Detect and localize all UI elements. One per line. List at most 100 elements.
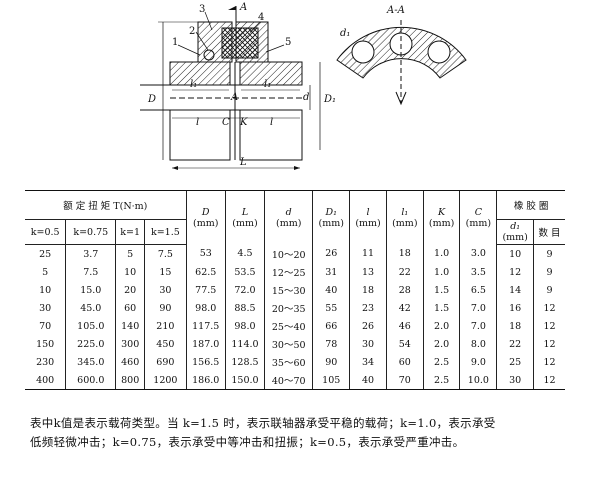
table-cell: 18	[496, 317, 534, 335]
dim-label-d: d	[303, 92, 309, 103]
table-cell: 10	[496, 244, 534, 263]
table-cell: 15～30	[264, 281, 313, 299]
table-cell: 90	[312, 353, 350, 371]
table-cell: 117.5	[185, 317, 226, 335]
table-cell: 150.0	[224, 371, 265, 390]
table-cell: 66	[312, 317, 350, 335]
table-cell: 70	[385, 371, 424, 390]
table-cell: 28	[385, 281, 424, 299]
section-mark-label: A	[239, 2, 247, 13]
dim-label-D1: D₁	[323, 94, 336, 105]
left-hub-lower	[169, 109, 231, 161]
table-cell: 46	[385, 317, 424, 335]
table-note: 表中k值是表示载荷类型。当 k=1.5 时，表示联轴器承受平稳的载荷；k=1.0…	[30, 414, 595, 452]
table-cell: 12	[533, 317, 565, 335]
table-cell: 128.5	[224, 353, 265, 371]
table-cell: 345.0	[65, 353, 116, 371]
table-cell: 800	[115, 371, 145, 390]
table-cell: 60	[115, 299, 145, 317]
table-cell: 60	[385, 353, 424, 371]
table-cell: 10.0	[459, 371, 497, 390]
table-cell: 25	[39, 248, 52, 260]
coupling-main-view: 3 4 2 1 5 A D D₁ d l₁ l₁ A l C K l L	[140, 2, 336, 170]
col-header-K: K(mm)	[422, 190, 460, 245]
col-header-rubber-count: 数 目	[533, 219, 565, 245]
table-cell: 3.5	[459, 263, 497, 281]
section-d1-label: d₁	[340, 28, 350, 39]
table-cell: 2.0	[422, 335, 460, 353]
table-cell: 20～35	[264, 299, 313, 317]
pin-circle	[203, 49, 215, 61]
table-cell: 186.0	[185, 371, 226, 390]
table-cell: 34	[349, 353, 387, 371]
col-header-l1: l₁(mm)	[385, 190, 424, 245]
table-cell: 12～25	[264, 263, 313, 281]
table-cell: 35～60	[264, 353, 313, 371]
rubber-hole-1	[351, 40, 375, 64]
table-cell: 690	[144, 353, 187, 371]
table-cell: 225.0	[65, 335, 116, 353]
table-cell: 18	[385, 244, 424, 263]
table-cell: 12	[533, 353, 565, 371]
table-cell: 53.5	[224, 263, 265, 281]
table-cell: 187.0	[185, 335, 226, 353]
table-cell: 105.0	[65, 317, 116, 335]
table-cell: 114.0	[224, 335, 265, 353]
table-cell: 30	[144, 281, 187, 299]
table-cell: 18	[349, 281, 387, 299]
table-cell: 31	[312, 263, 350, 281]
table-cell: 53	[185, 244, 226, 263]
table-cell: 42	[385, 299, 424, 317]
table-cell: 9	[533, 244, 565, 263]
table-cell: 45.0	[65, 299, 116, 317]
table-cell: 30	[39, 302, 52, 314]
table-cell: 12	[533, 371, 565, 390]
note-line-1: 表中k值是表示载荷类型。当 k=1.5 时，表示联轴器承受平稳的载荷；k=1.0…	[30, 416, 496, 430]
part-label-1: 1	[172, 37, 178, 48]
table-cell: 5	[115, 244, 145, 263]
coupling-spec-table: 额 定 扭 矩 T(N·m) D(mm) L(mm) d(mm) D₁(mm) …	[25, 190, 565, 390]
col-header-d: d(mm)	[264, 190, 313, 245]
dim-label-K: K	[239, 117, 248, 128]
table-cell: 20	[115, 281, 145, 299]
table-cell: 55	[312, 299, 350, 317]
dim-label-l1-left: l₁	[190, 79, 197, 90]
table-cell: 460	[115, 353, 145, 371]
col-header-L: L(mm)	[224, 190, 265, 245]
col-header-k15: k=1.5	[144, 219, 187, 245]
table-cell: 25	[496, 353, 534, 371]
dim-label-l-right: l	[270, 117, 273, 128]
table-cell: 14	[496, 281, 534, 299]
part-label-3: 3	[199, 4, 205, 15]
col-header-D: D(mm)	[185, 190, 226, 245]
col-header-rubber-d1: d₁(mm)	[496, 219, 534, 245]
table-cell: 12	[496, 263, 534, 281]
table-cell: 1200	[144, 371, 187, 390]
table-cell: 2.0	[422, 317, 460, 335]
table-cell: 8.0	[459, 335, 497, 353]
table-cell: 12	[533, 335, 565, 353]
dim-label-l1-right: l₁	[264, 79, 271, 90]
table-cell: 22	[385, 263, 424, 281]
table-cell: 105	[312, 371, 350, 390]
table-cell: 7.5	[144, 244, 187, 263]
table-cell: 11	[349, 244, 387, 263]
table-cell: 1.5	[422, 299, 460, 317]
table-cell: 9	[533, 263, 565, 281]
table-cell: 2.5	[422, 371, 460, 390]
table-cell: 10	[39, 284, 52, 296]
table-cell: 30～50	[264, 335, 313, 353]
table-cell: 7.5	[65, 263, 116, 281]
table-cell: 3.0	[459, 244, 497, 263]
table-cell: 77.5	[185, 281, 226, 299]
table-cell: 13	[349, 263, 387, 281]
table-cell: 600.0	[65, 371, 116, 390]
dim-label-D: D	[147, 94, 156, 105]
col-header-C: C(mm)	[459, 190, 497, 245]
left-hub	[169, 61, 231, 86]
